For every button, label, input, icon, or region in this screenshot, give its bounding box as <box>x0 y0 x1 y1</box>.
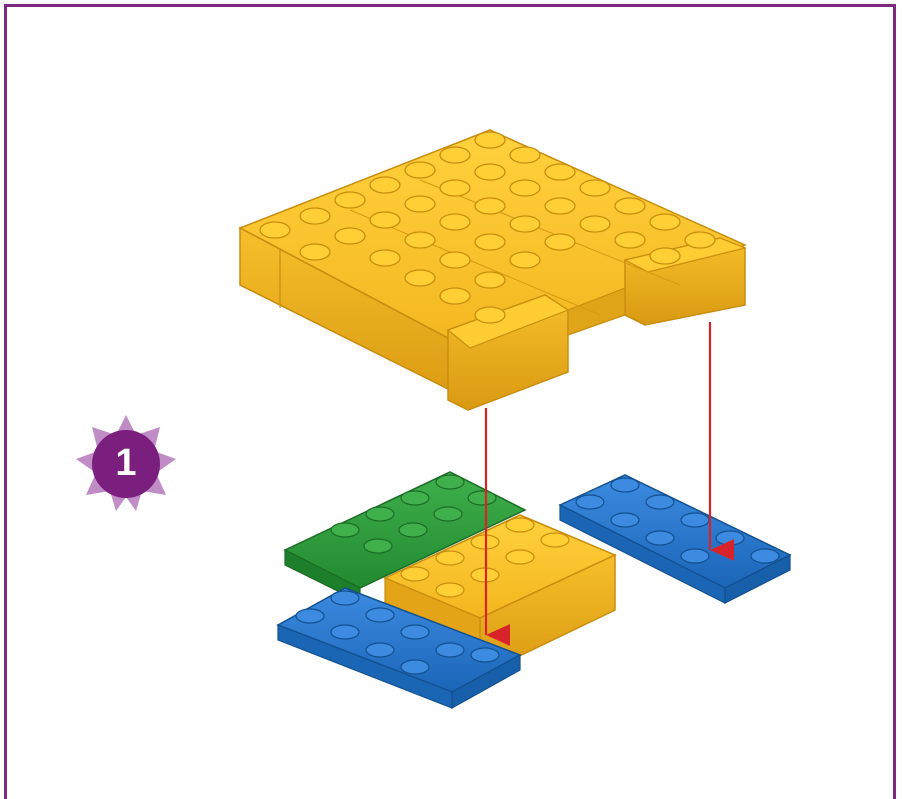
step-badge: 1 <box>74 413 178 513</box>
lego-assembly-illustration <box>220 110 800 720</box>
step-number: 1 <box>74 413 178 513</box>
